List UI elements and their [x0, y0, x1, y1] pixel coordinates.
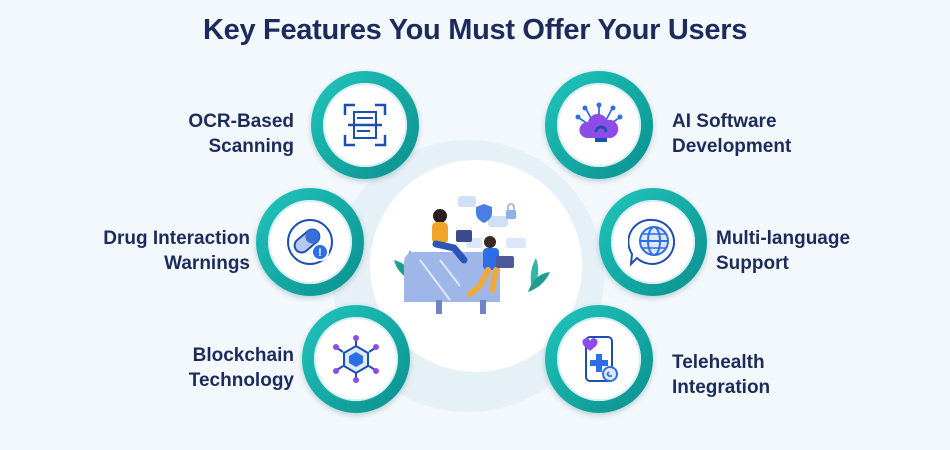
globe-chat-icon: [628, 218, 676, 267]
feature-ai-line2: Development: [672, 136, 792, 157]
feature-drug-line2: Warnings: [164, 253, 250, 274]
feature-label-drug: Drug Interaction Warnings: [60, 226, 250, 276]
feature-language-circle: [599, 188, 707, 296]
feature-drug-circle: !: [256, 188, 364, 296]
feature-language-line2: Support: [716, 253, 789, 274]
svg-text:!: !: [318, 247, 322, 259]
feature-telehealth-line1: Telehealth: [672, 352, 765, 373]
feature-telehealth-line2: Integration: [672, 377, 771, 398]
feature-ocr-circle: [311, 71, 419, 179]
feature-ocr-line1: OCR-Based: [188, 111, 294, 132]
pill-warning-icon: !: [287, 219, 333, 265]
page-title: Key Features You Must Offer Your Users: [202, 14, 748, 46]
feature-blockchain-line2: Technology: [188, 370, 294, 391]
telehealth-phone-icon: [582, 336, 618, 382]
ocr-scan-icon: [343, 103, 387, 147]
ai-cloud-brain-icon: [575, 102, 623, 142]
blockchain-icon: [333, 335, 379, 383]
feature-ocr-line2: Scanning: [208, 136, 294, 157]
feature-drug-line1: Drug Interaction: [103, 228, 250, 249]
feature-blockchain-line1: Blockchain: [192, 345, 294, 366]
feature-label-blockchain: Blockchain Technology: [110, 343, 294, 393]
feature-label-ai: AI Software Development: [672, 109, 862, 159]
feature-ai-circle: [545, 71, 653, 179]
feature-label-telehealth: Telehealth Integration: [672, 350, 862, 400]
feature-telehealth-circle: [545, 305, 653, 413]
feature-ai-line1: AI Software: [672, 111, 777, 132]
feature-blockchain-circle: [302, 305, 410, 413]
feature-label-language: Multi-language Support: [716, 226, 916, 276]
feature-language-line1: Multi-language: [716, 228, 851, 249]
feature-label-ocr: OCR-Based Scanning: [110, 109, 294, 159]
